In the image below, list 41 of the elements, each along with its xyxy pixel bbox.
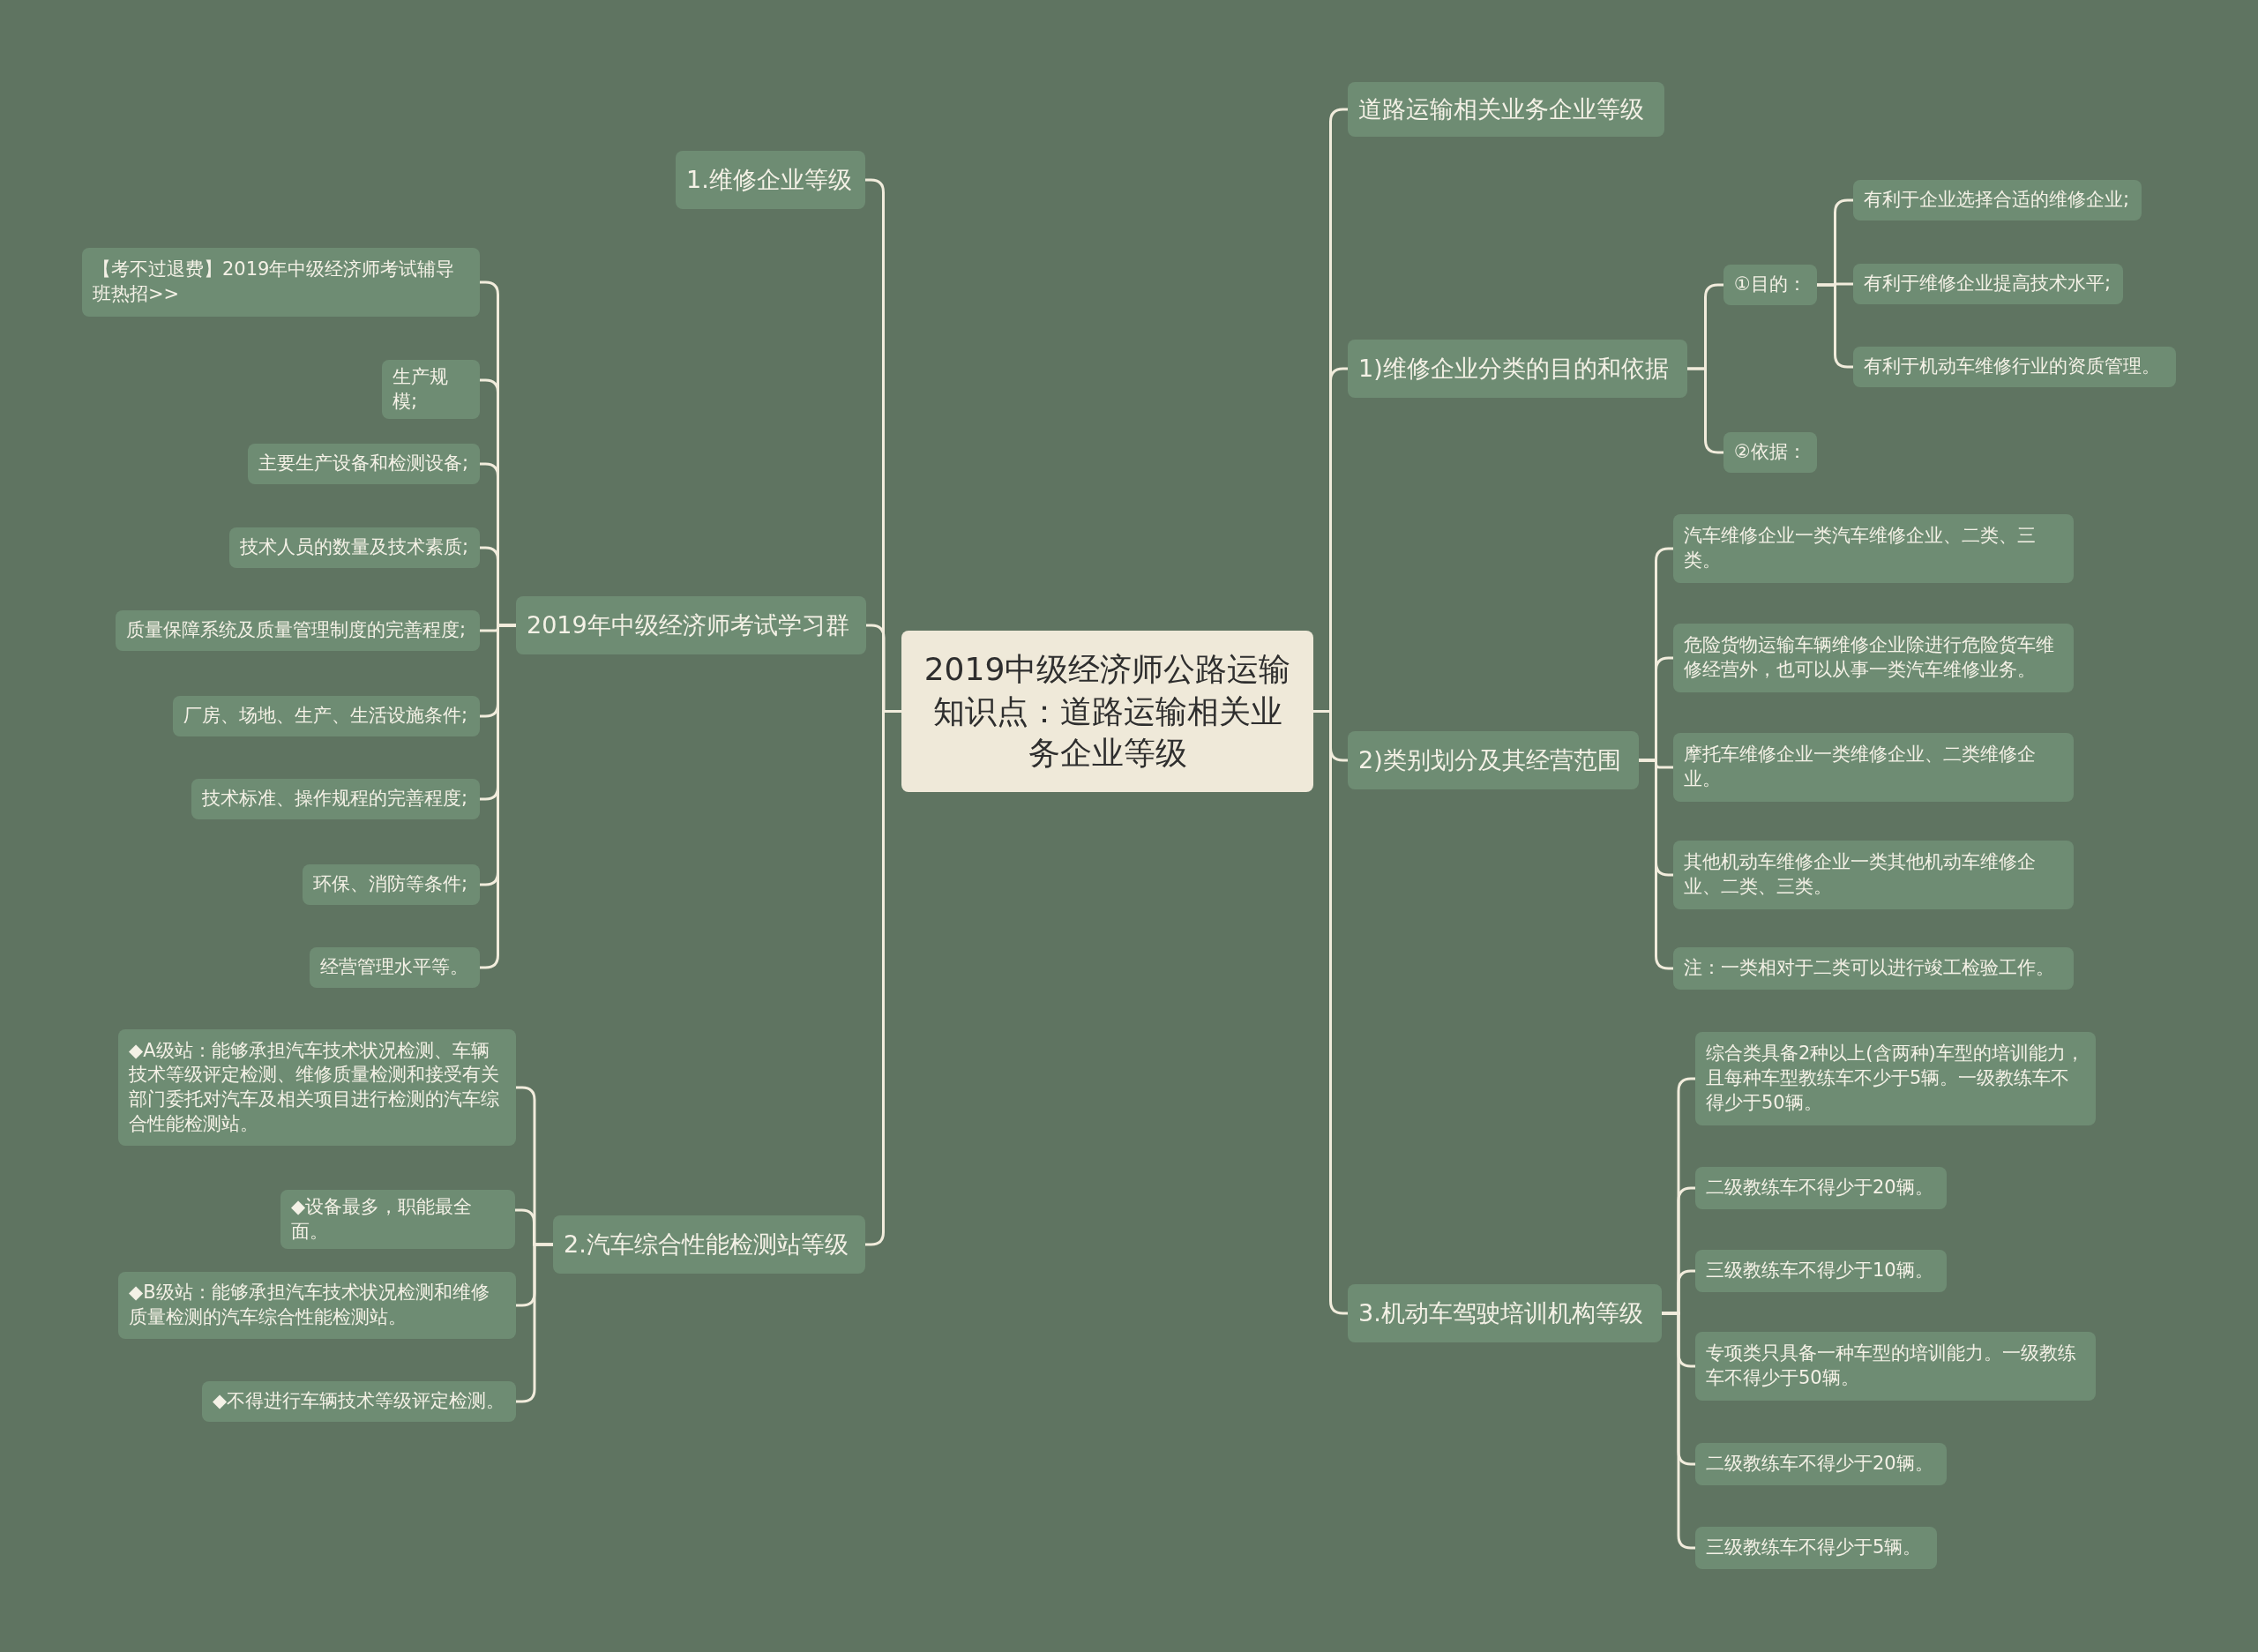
subtopic-box: ◆不得进行车辆技术等级评定检测。 (202, 1381, 516, 1422)
subtopic-box: 摩托车维修企业一类维修企业、二类维修企业。 (1673, 733, 2074, 802)
subtopic-box: ◆B级站：能够承担汽车技术状况检测和维修质量检测的汽车综合性能检测站。 (118, 1272, 516, 1339)
subtopic-box: 危险货物运输车辆维修企业除进行危险货车维修经营外，也可以从事一类汽车维修业务。 (1673, 624, 2074, 692)
subtopic-box: 有利于企业选择合适的维修企业; (1853, 180, 2142, 221)
connector-line (1687, 367, 1723, 454)
subtopic-box: 质量保障系统及质量管理制度的完善程度; (116, 610, 480, 651)
topic-box: 2019年中级经济师考试学习群 (516, 596, 866, 654)
topic-box: 1.维修企业等级 (676, 151, 865, 209)
topic-box: 3.机动车驾驶培训机构等级 (1348, 1284, 1662, 1342)
subtopic-box: ◆A级站：能够承担汽车技术状况检测、车辆技术等级评定检测、维修质量检测和接受有关部门委托对汽车及相关项目进行检测的汽车综合性能检测站。 (118, 1029, 516, 1146)
subtopic-box: 二级教练车不得少于20辆。 (1695, 1443, 1947, 1485)
subtopic-box: 三级教练车不得少于5辆。 (1695, 1527, 1937, 1569)
central-topic-box: 2019中级经济师公路运输知识点：道路运输相关业务企业等级 (901, 631, 1313, 792)
subtopic-box: 专项类只具备一种车型的培训能力。一级教练车不得少于50辆。 (1695, 1332, 2096, 1401)
connector-line (1817, 283, 1853, 369)
topic-box: 2.汽车综合性能检测站等级 (553, 1215, 865, 1274)
subtopic-box: ◆设备最多，职能最全面。 (280, 1190, 515, 1250)
subtopic-box: ①目的： (1723, 265, 1817, 305)
connector-line (1662, 1312, 1695, 1550)
subtopic-box: 二级教练车不得少于20辆。 (1695, 1167, 1947, 1209)
topic-box: 道路运输相关业务企业等级 (1348, 82, 1664, 137)
connector-line (516, 1243, 553, 1403)
subtopic-box: 环保、消防等条件; (303, 864, 480, 905)
subtopic-box: 汽车维修企业一类汽车维修企业、二类、三类。 (1673, 514, 2074, 583)
subtopic-box: 三级教练车不得少于10辆。 (1695, 1250, 1947, 1292)
topic-box: 2)类别划分及其经营范围 (1348, 731, 1639, 789)
topic-box: 1)维修企业分类的目的和依据 (1348, 340, 1687, 398)
subtopic-box: 注：一类相对于二类可以进行竣工检验工作。 (1673, 947, 2074, 990)
subtopic-box: 经营管理水平等。 (310, 947, 480, 988)
subtopic-box: 综合类具备2种以上(含两种)车型的培训能力，且每种车型教练车不少于5辆。一级教练车不得少于50辆。 (1695, 1032, 2096, 1125)
subtopic-box: 有利于机动车维修行业的资质管理。 (1853, 347, 2176, 387)
subtopic-box: 其他机动车维修企业一类其他机动车维修企业、二类、三类。 (1673, 841, 2074, 909)
subtopic-box: 生产规模; (382, 360, 480, 420)
subtopic-box: 厂房、场地、生产、生活设施条件; (173, 696, 480, 736)
subtopic-box: 【考不过退费】2019年中级经济师考试辅导班热招>> (82, 248, 480, 317)
subtopic-box: 有利于维修企业提高技术水平; (1853, 264, 2123, 304)
subtopic-box: ②依据： (1723, 432, 1817, 473)
subtopic-box: 技术人员的数量及技术素质; (229, 527, 480, 568)
subtopic-box: 技术标准、操作规程的完善程度; (191, 779, 480, 819)
subtopic-box: 主要生产设备和检测设备; (248, 444, 480, 484)
